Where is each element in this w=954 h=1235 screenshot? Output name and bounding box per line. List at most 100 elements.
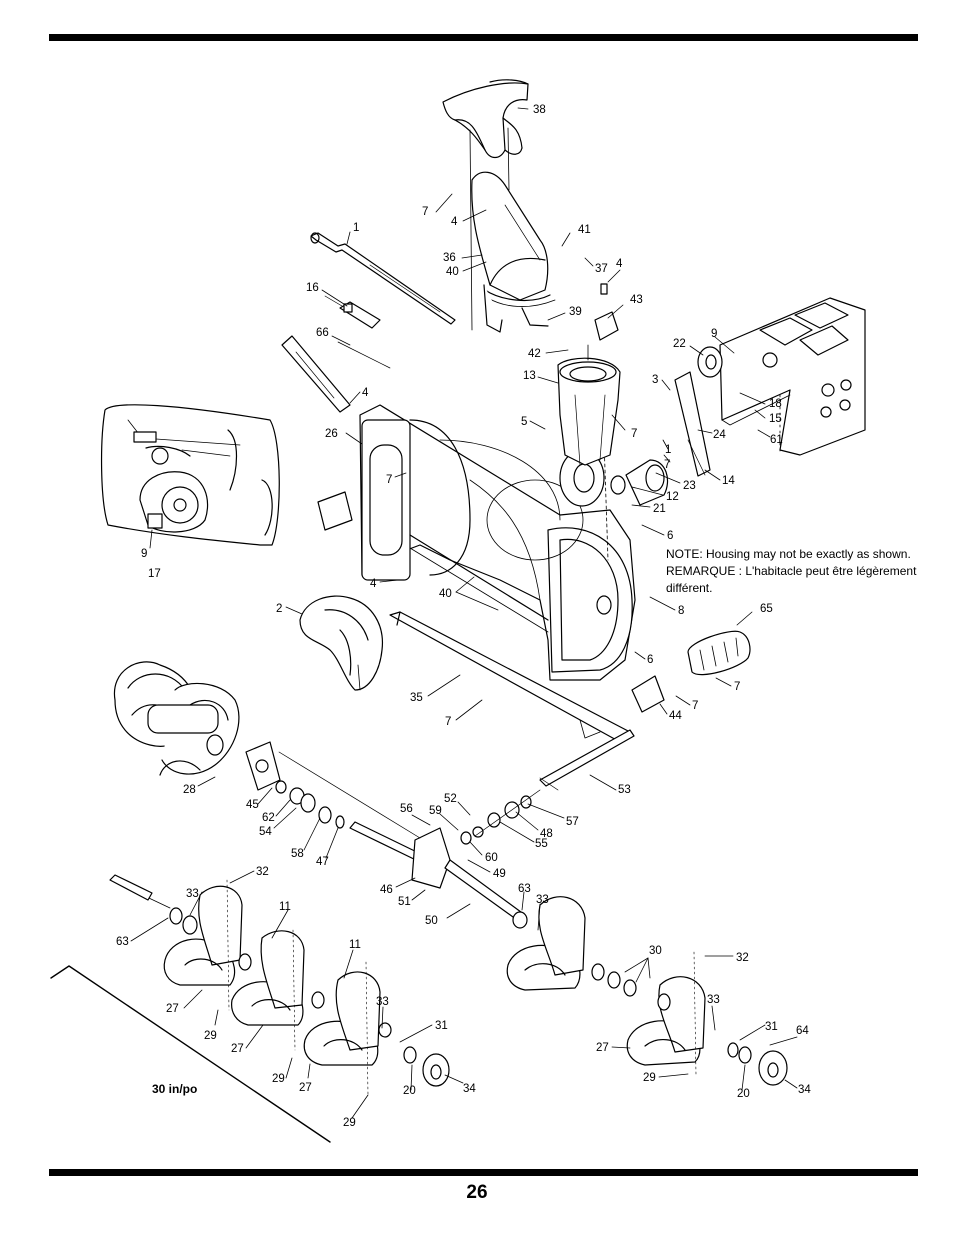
callout-40b: 40 <box>439 588 452 600</box>
size-label: 30 in/po <box>152 1082 197 1096</box>
skid-shoe-44 <box>631 675 665 713</box>
callout-62: 62 <box>262 812 275 824</box>
pulley-22 <box>697 346 723 378</box>
callout-61: 61 <box>770 434 783 446</box>
callout-7b: 7 <box>631 428 637 440</box>
callout-65: 65 <box>760 603 773 615</box>
callout-51: 51 <box>398 896 411 908</box>
callout-28: 28 <box>183 784 196 796</box>
bracket-43 <box>594 283 619 341</box>
callout-14: 14 <box>722 475 735 487</box>
callout-29d: 29 <box>643 1072 656 1084</box>
callout-7e: 7 <box>734 681 740 693</box>
callout-30: 30 <box>649 945 662 957</box>
callout-26: 26 <box>325 428 338 440</box>
callout-3: 3 <box>652 374 658 386</box>
callout-22: 22 <box>673 338 686 350</box>
callout-11b: 11 <box>349 939 361 951</box>
auger-27-right-2 <box>626 951 706 1076</box>
callout-31a: 31 <box>435 1020 448 1032</box>
callout-41: 41 <box>578 224 591 236</box>
callout-24: 24 <box>713 429 726 441</box>
callout-33b: 33 <box>536 894 549 906</box>
callout-7d: 7 <box>664 459 670 471</box>
skid-shoe-left <box>317 491 353 531</box>
callout-57: 57 <box>566 816 579 828</box>
callout-64: 64 <box>796 1025 809 1037</box>
callout-44: 44 <box>669 710 682 722</box>
callout-33a: 33 <box>186 888 199 900</box>
callout-66: 66 <box>316 327 329 339</box>
callout-35: 35 <box>410 692 423 704</box>
callout-4b: 4 <box>616 258 623 270</box>
callout-33d: 33 <box>707 994 720 1006</box>
bottom-rule <box>49 1169 918 1176</box>
callout-18: 18 <box>769 398 782 410</box>
callout-36: 36 <box>443 252 456 264</box>
note-french-line2: différent. <box>666 581 713 595</box>
top-rule <box>49 34 918 41</box>
auger-27-left-1 <box>109 874 243 986</box>
callout-32a: 32 <box>256 866 269 878</box>
callout-59: 59 <box>429 805 442 817</box>
callout-5: 5 <box>521 416 527 428</box>
chute-base <box>557 344 621 466</box>
callout-43: 43 <box>630 294 643 306</box>
callout-21: 21 <box>653 503 666 515</box>
callout-4d: 4 <box>370 578 377 590</box>
auger-hubs-right <box>727 1042 788 1086</box>
callout-7a: 7 <box>422 206 428 218</box>
callout-6b: 6 <box>647 654 653 666</box>
callout-15: 15 <box>769 413 782 425</box>
bearing-16 <box>324 295 381 329</box>
callout-numbers: 38 7 4 41 1 36 40 37 4 16 43 39 66 9 22 … <box>116 104 811 1129</box>
callout-34b: 34 <box>798 1084 811 1096</box>
callout-45: 45 <box>246 799 259 811</box>
callout-34a: 34 <box>463 1083 476 1095</box>
callout-42: 42 <box>528 348 541 360</box>
note-english: NOTE: Housing may not be exactly as show… <box>666 547 911 561</box>
callout-4c: 4 <box>362 387 369 399</box>
callout-20a: 20 <box>403 1085 416 1097</box>
callout-38: 38 <box>533 104 546 116</box>
callout-17: 17 <box>148 568 161 580</box>
callout-9a: 9 <box>711 328 717 340</box>
callout-7f: 7 <box>445 716 451 728</box>
callout-55: 55 <box>535 838 548 850</box>
callout-54: 54 <box>259 826 272 838</box>
size-bracket-line <box>50 965 331 1143</box>
callout-33c: 33 <box>376 996 389 1008</box>
note-french-line1: REMARQUE : L'habitacle peut être légèrem… <box>666 564 917 578</box>
callout-37: 37 <box>595 263 608 275</box>
auger-27-left-3 <box>303 971 392 1066</box>
callout-1b: 1 <box>665 444 671 456</box>
drive-shaft-53 <box>539 729 635 791</box>
callout-50: 50 <box>425 915 438 927</box>
callout-6a: 6 <box>667 530 673 542</box>
callout-20b: 20 <box>737 1088 750 1100</box>
auger-housing <box>359 404 636 681</box>
callout-27a: 27 <box>166 1003 179 1015</box>
callout-56: 56 <box>400 803 413 815</box>
callout-53: 53 <box>618 784 631 796</box>
callout-9b: 9 <box>141 548 147 560</box>
auger-27-right-1 <box>506 896 637 997</box>
callout-4a: 4 <box>451 216 458 228</box>
callout-32b: 32 <box>736 952 749 964</box>
callout-29a: 29 <box>204 1030 217 1042</box>
callout-13: 13 <box>523 370 536 382</box>
callout-58: 58 <box>291 848 304 860</box>
callout-48: 48 <box>540 828 553 840</box>
callout-23: 23 <box>683 480 696 492</box>
skid-shoe-65 <box>687 630 751 676</box>
impeller-shaft <box>310 232 456 325</box>
callout-7c: 7 <box>386 474 392 486</box>
callout-63b: 63 <box>116 936 129 948</box>
callout-47: 47 <box>316 856 329 868</box>
callout-29c: 29 <box>343 1117 356 1129</box>
callout-63a: 63 <box>518 883 531 895</box>
callout-12: 12 <box>666 491 679 503</box>
slotted-plate-66 <box>281 335 391 413</box>
tractor-frame <box>719 297 866 456</box>
